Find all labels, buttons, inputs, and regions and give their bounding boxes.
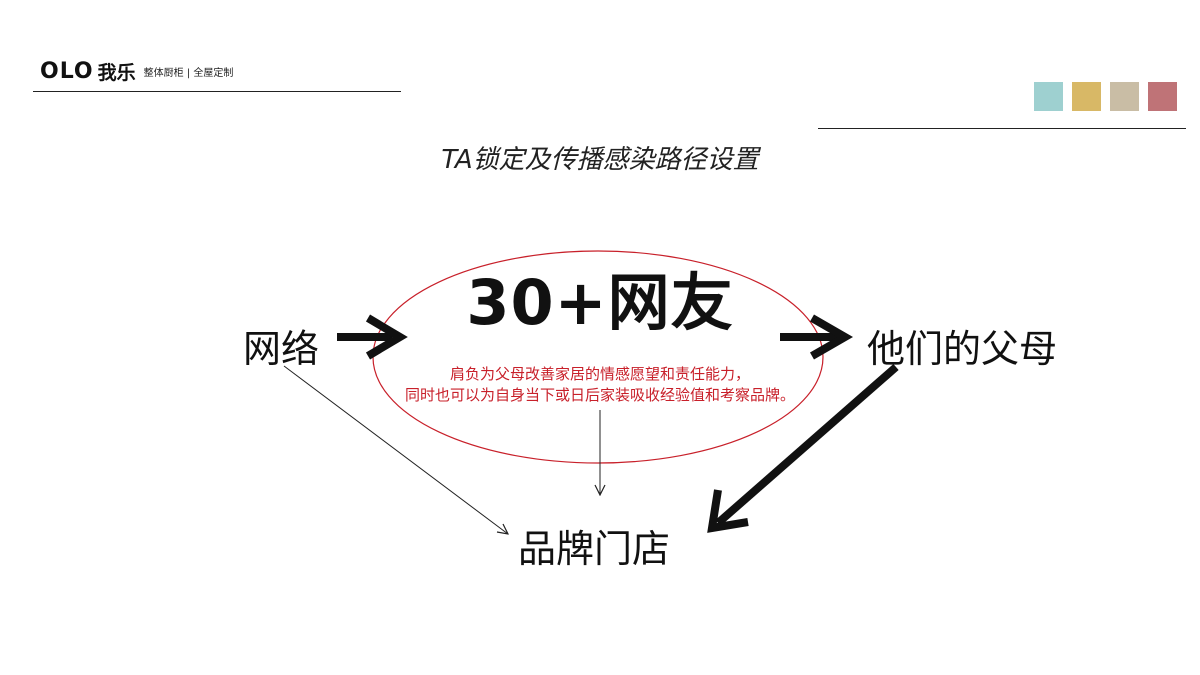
- arrow-center-to-parents: [780, 314, 854, 360]
- swatch: [1148, 82, 1177, 111]
- node-network: 网络: [243, 327, 320, 371]
- slide-title: TA锁定及传播感染路径设置: [441, 145, 759, 175]
- header-rule-left: [33, 91, 401, 92]
- center-description: 肩负为父母改善家居的情感愿望和责任能力， 同时也可以为自身当下或日后家装吸收经验…: [340, 364, 860, 406]
- swatch: [1110, 82, 1139, 111]
- arrow-parents-to-store: [707, 363, 899, 533]
- description-line: 同时也可以为自身当下或日后家装吸收经验值和考察品牌。: [404, 386, 795, 404]
- node-brand-store: 品牌门店: [518, 527, 671, 571]
- header-rule-right: [818, 128, 1186, 129]
- logo: OLO 我乐 整体厨柜 | 全屋定制: [40, 58, 234, 84]
- swatch: [1072, 82, 1101, 111]
- arrow-network-to-center: [337, 314, 408, 360]
- logo-tagline: 整体厨柜 | 全屋定制: [143, 67, 234, 79]
- logo-mark: OLO: [40, 58, 94, 84]
- logo-chinese-name: 我乐: [97, 61, 136, 84]
- node-parents: 他们的父母: [867, 327, 1058, 371]
- arrow-network-to-store: [283, 365, 508, 534]
- description-line: 肩负为父母改善家居的情感愿望和责任能力，: [449, 365, 750, 383]
- color-swatches: [1034, 82, 1177, 111]
- node-center-netizens: 30+网友: [466, 266, 734, 339]
- swatch: [1034, 82, 1063, 111]
